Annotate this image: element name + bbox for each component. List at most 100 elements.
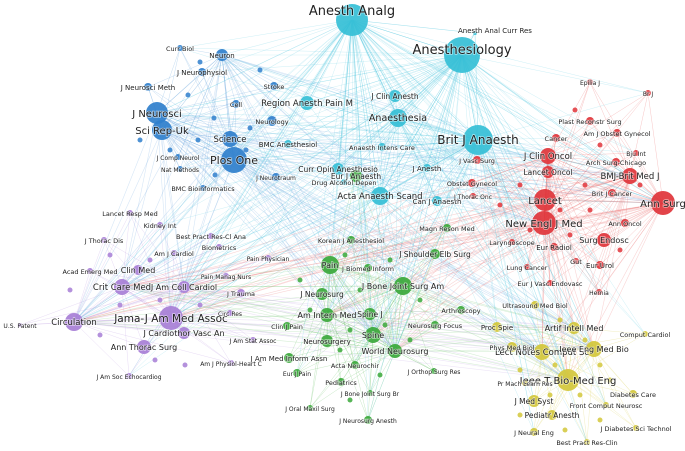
edge	[394, 199, 546, 352]
edge	[544, 161, 617, 201]
node-sci-rep-uk	[152, 120, 172, 140]
node-bmj-brit-med-j	[622, 168, 638, 184]
edge	[183, 257, 269, 288]
edge	[329, 117, 399, 266]
edge	[326, 285, 404, 316]
edge	[544, 120, 591, 201]
edge	[170, 222, 545, 319]
edge	[147, 54, 223, 88]
edge	[121, 235, 212, 288]
edge	[288, 285, 404, 359]
edge	[351, 19, 569, 381]
label-ann-oncol: Ann Oncol	[608, 220, 642, 228]
edge	[156, 112, 543, 353]
edge	[229, 138, 569, 381]
node-j-neurosci-meth	[144, 83, 152, 91]
node-j-neural-eng	[530, 428, 538, 436]
node-j-am-stat-assoc	[250, 337, 256, 343]
label-acta-anaesth-scand: Acta Anaesth Scand	[337, 192, 422, 202]
edge	[329, 253, 436, 266]
node-am-j-physiol-heart-c	[228, 360, 234, 366]
label-br-j: Br J	[643, 91, 653, 98]
edge	[381, 54, 463, 148]
node-artif-intell-med	[568, 322, 580, 334]
minor-node	[597, 417, 603, 423]
edge	[233, 159, 546, 201]
edge	[170, 314, 328, 319]
edge	[161, 85, 275, 131]
edge	[326, 175, 357, 316]
minor-node	[197, 59, 203, 65]
edge	[161, 19, 353, 131]
edge	[89, 270, 172, 319]
edge	[547, 155, 664, 204]
edge	[402, 222, 545, 287]
edge	[201, 19, 353, 73]
edge	[183, 54, 463, 334]
edge	[367, 139, 479, 269]
node-neurosurg-focus	[431, 321, 439, 329]
node-acta-anaesth-scand	[371, 187, 389, 205]
edge	[567, 202, 664, 381]
edge	[329, 199, 546, 266]
edge	[575, 202, 664, 262]
edge	[534, 304, 569, 381]
node-lancet-resp-med	[127, 210, 133, 216]
edge	[156, 112, 396, 352]
edge	[183, 54, 463, 288]
edge	[461, 54, 569, 381]
label-acad-emerg-med: Acad Emerg Med	[62, 268, 117, 276]
edge	[329, 175, 357, 266]
edge	[229, 138, 664, 204]
node-circ-res	[227, 310, 233, 316]
node-j-bone-joint-surg-am	[394, 277, 412, 295]
edge	[287, 54, 463, 145]
edge	[402, 285, 435, 372]
edge	[461, 54, 607, 406]
edge	[476, 159, 546, 201]
edge	[121, 286, 254, 341]
edge	[541, 351, 637, 429]
edge	[121, 257, 269, 288]
edge	[156, 112, 231, 140]
edge	[397, 117, 545, 224]
edge	[351, 19, 631, 177]
edge	[394, 95, 479, 141]
edge	[161, 54, 223, 131]
node-j-thorac-onc	[470, 193, 476, 199]
edge	[309, 334, 374, 409]
edge	[547, 155, 631, 177]
edge	[73, 317, 172, 323]
edge	[544, 175, 631, 201]
edge	[472, 195, 664, 204]
edge	[647, 92, 664, 204]
edge	[201, 54, 463, 73]
edge	[343, 139, 479, 183]
edge	[218, 19, 353, 248]
edge	[177, 138, 231, 158]
edge	[541, 351, 553, 416]
edge	[183, 19, 353, 288]
edge	[233, 159, 543, 353]
edge	[233, 159, 374, 336]
node-ieee-eng-med-bio	[586, 341, 602, 357]
edge	[183, 202, 664, 288]
edge	[221, 54, 664, 204]
edge	[170, 235, 212, 319]
minor-node	[557, 317, 563, 323]
edge	[296, 350, 396, 374]
edge	[156, 112, 546, 201]
edge	[19, 286, 185, 326]
minor-node	[377, 372, 383, 378]
edge	[183, 286, 328, 316]
minor-node	[247, 125, 253, 131]
edge	[477, 139, 607, 406]
minor-node	[517, 367, 523, 373]
edge	[381, 139, 479, 148]
edge	[343, 19, 353, 183]
edge	[170, 317, 374, 336]
node-j-neurosci	[146, 102, 168, 124]
edge	[296, 334, 374, 374]
edge	[170, 317, 575, 329]
